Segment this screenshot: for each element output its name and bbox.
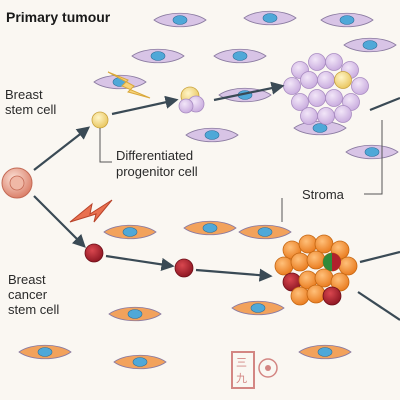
stromal-cell-orange (113, 354, 167, 370)
label-progenitor-line2: progenitor cell (116, 164, 198, 179)
tumour-cell (330, 272, 350, 292)
stromal-cell-orange (18, 344, 72, 360)
stromal-cells-orange (18, 220, 352, 370)
tumour-cell (338, 256, 358, 276)
label-breast-stem-cell-line2: stem cell (5, 102, 56, 117)
watermark-logo: 三 九 (231, 351, 278, 389)
normal-cell (291, 93, 309, 111)
stromal-cells-purple (93, 10, 399, 160)
normal-cell (300, 71, 318, 89)
tumour-cell (306, 284, 326, 304)
label-progenitor-line1: Differentiated (116, 148, 193, 163)
mixed-tumour-cell (323, 253, 341, 271)
breast-cancer-stem-cell (84, 243, 104, 263)
stromal-cell-orange (103, 224, 157, 240)
normal-cell (308, 89, 326, 107)
arrow-tumour-to-right-lower (357, 291, 400, 321)
svg-text:九: 九 (236, 372, 247, 385)
stromal-cell-orange (183, 220, 237, 236)
stromal-cell-orange (108, 306, 162, 322)
leader-progenitor (99, 128, 112, 163)
stromal-cell-purple (320, 12, 374, 28)
normal-cell (308, 53, 326, 71)
label-cancer-stem-cell-line2: cancer (8, 287, 48, 302)
normal-cell (300, 107, 318, 125)
differentiated-progenitor-cell (91, 111, 109, 129)
stromal-cell-purple (185, 127, 239, 143)
normal-cell (325, 89, 343, 107)
normal-cell (334, 105, 352, 123)
normal-cell (317, 107, 335, 125)
cancer-stem-cell-in-tumour (322, 286, 342, 306)
lightning-bolt-top-icon (107, 71, 151, 99)
tumour-cell (290, 286, 310, 306)
leader-stroma-right (364, 120, 383, 195)
diagram-title: Primary tumour (6, 9, 111, 25)
normal-cell (351, 77, 369, 95)
progenitor-cell-in-cluster (334, 71, 352, 89)
arrow-daughter-to-tumour (195, 268, 273, 282)
tumour-cell (306, 250, 326, 270)
stromal-cell-purple (153, 12, 207, 28)
stromal-cell-purple (243, 10, 297, 26)
arrow-csc-to-daughter (105, 254, 175, 271)
arrow-tumour-to-right-upper (359, 250, 400, 264)
lightning-bolt-bottom-icon (69, 199, 113, 223)
stromal-cell-purple (213, 48, 267, 64)
label-cancer-stem-cell-line1: Breast (8, 272, 46, 287)
cancer-stem-cell-daughter (174, 258, 194, 278)
stromal-cell-orange (231, 300, 285, 316)
stromal-cell-purple (343, 37, 397, 53)
arrow-stem-to-progenitor (33, 126, 91, 171)
normal-cell-cluster (283, 53, 369, 125)
tumour-cell (314, 268, 334, 288)
stromal-cell-purple (131, 48, 185, 64)
tumour-cell (274, 256, 294, 276)
arrow-progenitor-to-cluster (111, 95, 179, 116)
tumour-cell (290, 252, 310, 272)
breast-stem-cell (1, 167, 33, 199)
label-cancer-stem-cell-line3: stem cell (8, 302, 59, 317)
stromal-cell-orange (298, 344, 352, 360)
normal-cell (317, 71, 335, 89)
tumour-cell-cluster (274, 234, 358, 306)
arrow-cluster-to-normal-tissue (213, 81, 285, 102)
tumour-cell (298, 234, 318, 254)
stromal-cell-purple (293, 120, 347, 136)
normal-cell (325, 53, 343, 71)
arrow-normal-to-right-edge (369, 96, 400, 112)
stromal-cell-purple (345, 144, 399, 160)
tumour-cell (314, 234, 334, 254)
arrow-stem-to-cancer-stem-cell (33, 195, 86, 248)
label-stroma: Stroma (302, 187, 345, 202)
progenitor-cluster (178, 86, 205, 114)
svg-text:三: 三 (236, 356, 247, 369)
label-breast-stem-cell-line1: Breast (5, 87, 43, 102)
stromal-cell-orange (238, 224, 292, 240)
normal-cell (283, 77, 301, 95)
